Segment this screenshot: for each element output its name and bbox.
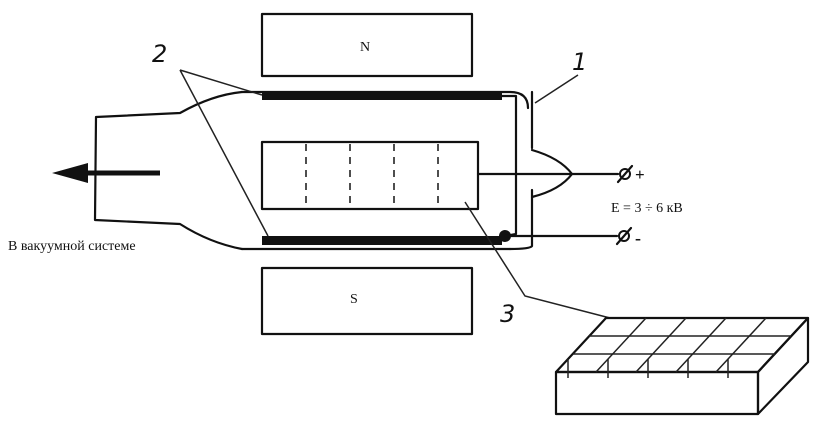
housing-right-wall <box>508 90 534 251</box>
cathode-connector <box>500 94 518 238</box>
pumping-arrow <box>52 163 160 183</box>
cathode-plate-top <box>262 92 502 100</box>
magnet-south: S <box>260 266 474 336</box>
ground-lead <box>499 230 619 242</box>
housing-top-wall <box>240 90 530 110</box>
cathode-plate-bottom <box>262 236 502 245</box>
magnet-north: N <box>260 12 474 78</box>
terminal-plus-sign: + <box>635 165 645 184</box>
terminal-plus: + <box>616 164 645 184</box>
pump-housing <box>93 90 244 251</box>
callout-1-number: 1 <box>572 48 587 76</box>
callout-3-number: 3 <box>500 300 515 328</box>
high-voltage-lead <box>476 148 620 199</box>
callout-2-number: 2 <box>152 40 167 68</box>
terminal-minus: - <box>615 226 641 248</box>
magnet-south-label: S <box>350 292 358 307</box>
callout-3-leader <box>464 201 611 319</box>
anode-cells <box>260 140 480 211</box>
vacuum-system-label: В вакуумной системе <box>8 239 136 254</box>
callout-1-leader <box>534 74 579 104</box>
voltage-label: E = 3 ÷ 6 кВ <box>611 201 683 216</box>
anode-cell-array <box>554 316 810 416</box>
magnet-north-label: N <box>360 40 370 55</box>
terminal-minus-sign: - <box>635 228 641 248</box>
callout-2-leaders <box>179 69 269 237</box>
